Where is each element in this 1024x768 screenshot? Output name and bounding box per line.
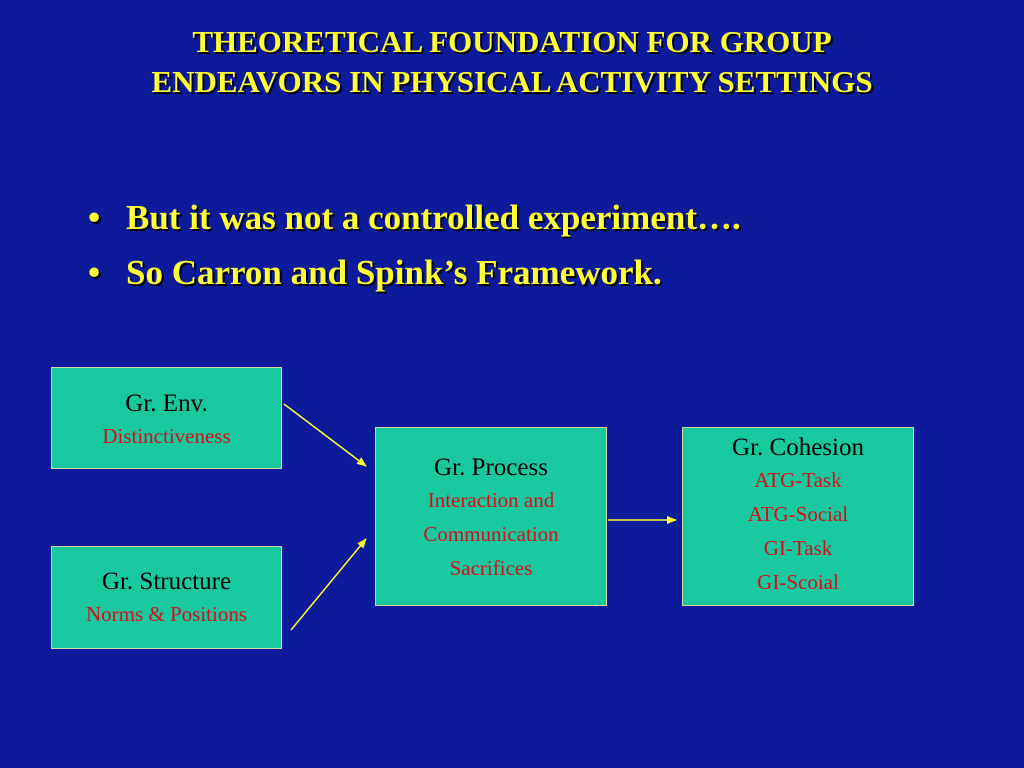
slide-title-line-1: THEORETICAL FOUNDATION FOR GROUP (192, 24, 832, 59)
group-process-item: Sacrifices (449, 556, 533, 580)
group-environment-sub: Distinctiveness (102, 424, 231, 448)
slide-title-line-2: ENDEAVORS IN PHYSICAL ACTIVITY SETTINGS (151, 64, 873, 99)
group-cohesion-item: GI-Scoial (757, 570, 839, 594)
arrow-env-to-process (283, 403, 367, 467)
group-process-box: Gr. Process Interaction and Communicatio… (375, 427, 607, 606)
bullet-item: • But it was not a controlled experiment…… (88, 190, 741, 245)
group-cohesion-box: Gr. Cohesion ATG-Task ATG-Social GI-Task… (682, 427, 914, 606)
arrow-structure-to-process (290, 538, 367, 631)
bullet-text: But it was not a controlled experiment…. (126, 198, 741, 237)
bullet-item: • So Carron and Spink’s Framework. (88, 245, 741, 300)
slide-title: THEORETICAL FOUNDATION FOR GROUP ENDEAVO… (0, 22, 1024, 102)
bullet-list: • But it was not a controlled experiment…… (88, 190, 741, 300)
group-structure-sub: Norms & Positions (85, 602, 248, 626)
group-environment-label: Gr. Env. (125, 390, 208, 417)
group-structure-label: Gr. Structure (101, 568, 232, 595)
bullet-icon: • (88, 253, 101, 292)
group-cohesion-item: GI-Task (763, 536, 833, 560)
group-cohesion-label: Gr. Cohesion (732, 434, 864, 461)
group-environment-box: Gr. Env. Distinctiveness (51, 367, 282, 469)
group-structure-box: Gr. Structure Norms & Positions (51, 546, 282, 649)
group-process-label: Gr. Process (434, 454, 548, 481)
bullet-text: So Carron and Spink’s Framework. (126, 253, 662, 292)
group-process-item: Communication (423, 522, 559, 546)
group-process-item: Interaction and (427, 488, 555, 512)
bullet-icon: • (88, 198, 101, 237)
group-cohesion-item: ATG-Social (747, 502, 849, 526)
group-cohesion-item: ATG-Task (754, 468, 842, 492)
